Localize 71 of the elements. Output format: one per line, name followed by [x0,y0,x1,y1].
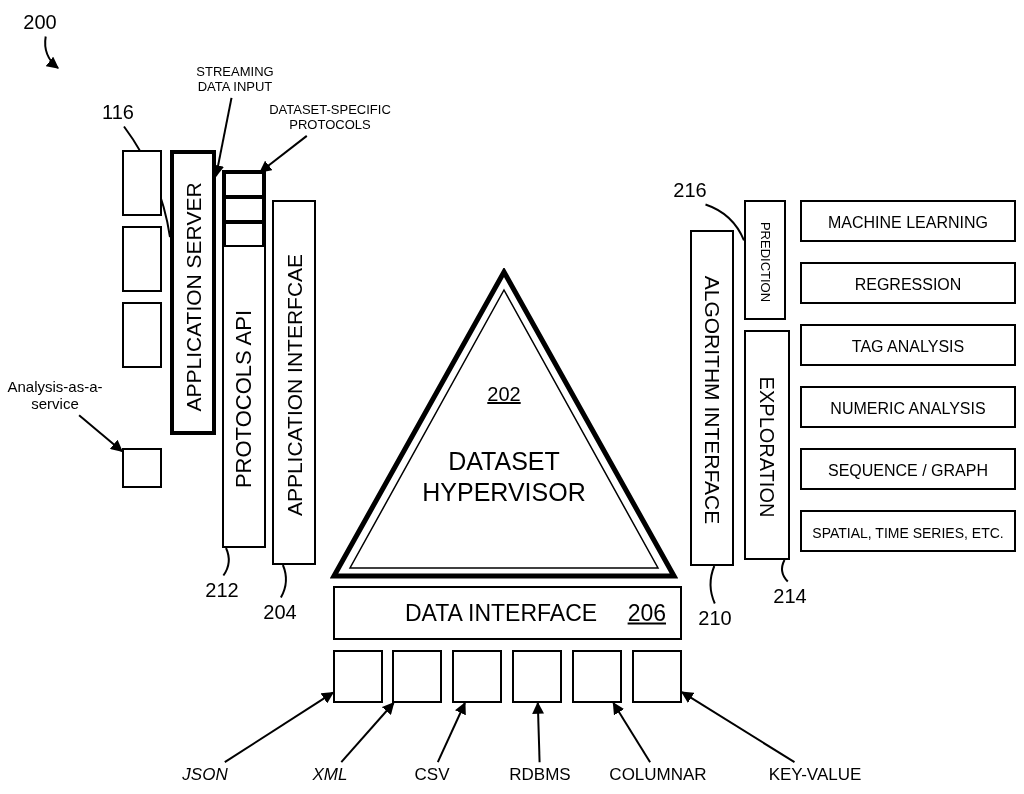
source-box [122,150,162,216]
format-label: XML [312,765,348,785]
block-label: SEQUENCE / GRAPH [828,463,988,479]
method-block [800,262,1016,304]
block-label: APPLICATION SERVER [182,181,204,412]
leader-line [709,565,716,605]
format-label: COLUMNAR [609,765,707,785]
arrow [44,35,59,69]
category-block [744,200,786,320]
leader-line [222,547,230,577]
reference-numeral: 204 [263,600,297,624]
service-box [122,448,162,488]
server-block [170,150,216,435]
block-label: REGRESSION [854,277,962,293]
format-label: RDBMS [509,765,571,785]
reference-numeral: 216 [673,178,707,202]
leader-line [781,559,789,583]
arrow [259,134,308,173]
input-slot [572,650,622,703]
input-slot [632,650,682,703]
block-label: EXPLORATION [757,376,777,518]
reference-numeral: 214 [773,584,807,608]
arrow [436,701,466,764]
protocol-slot [224,172,264,197]
block-label: SPATIAL, TIME SERIES, ETC. [812,526,1004,540]
arrow [532,701,545,764]
arrow [681,691,796,764]
format-label: KEY-VALUE [768,765,862,785]
block-label: APPLICATION INTERFCAE [283,253,305,516]
block-label: ALGORITHM INTERFACE [701,275,723,525]
source-box [122,226,162,292]
reference-numeral: 206 [627,599,666,627]
block-label: TAG ANALYSIS [851,339,965,355]
arrow [612,702,652,764]
input-slot [333,650,383,703]
reference-numeral: 200 [23,10,57,34]
block-label: MACHINE LEARNING [828,215,988,231]
category-block [744,330,790,560]
input-slot [512,650,562,703]
protocol-slot [224,222,264,247]
reference-numeral: 212 [205,578,239,602]
method-block [800,324,1016,366]
protocol-slot [224,197,264,222]
source-box [122,302,162,368]
reference-numeral: 202 [487,383,521,406]
method-block [800,448,1016,490]
method-block [800,386,1016,428]
interface-block [690,230,734,566]
arrow [78,414,123,453]
leader-line [279,564,287,599]
format-label: JSON [182,765,228,785]
block-label: PREDICTION [758,221,772,303]
method-block [800,200,1016,242]
arrow [340,702,395,764]
reference-numeral: 210 [698,606,732,630]
interface-block [222,170,266,548]
input-slot [392,650,442,703]
method-block [800,510,1016,552]
block-label: DATA INTERFACE [405,599,598,627]
reference-numeral: 116 [102,100,134,124]
input-slot [452,650,502,703]
callout-label: DATASET-SPECIFIC PROTOCOLS [265,103,395,133]
interface-block [272,200,316,565]
block-label: NUMERIC ANALYSIS [830,401,986,417]
arrow [223,691,334,764]
callout-label: STREAMING DATA INPUT [180,65,290,95]
format-label: CSV [414,765,450,785]
callout-label: Analysis-as-a-service [5,377,105,413]
block-label: DATASET HYPERVISOR [421,446,587,509]
block-label: PROTOCOLS API [233,309,255,489]
interface-block [333,586,682,640]
